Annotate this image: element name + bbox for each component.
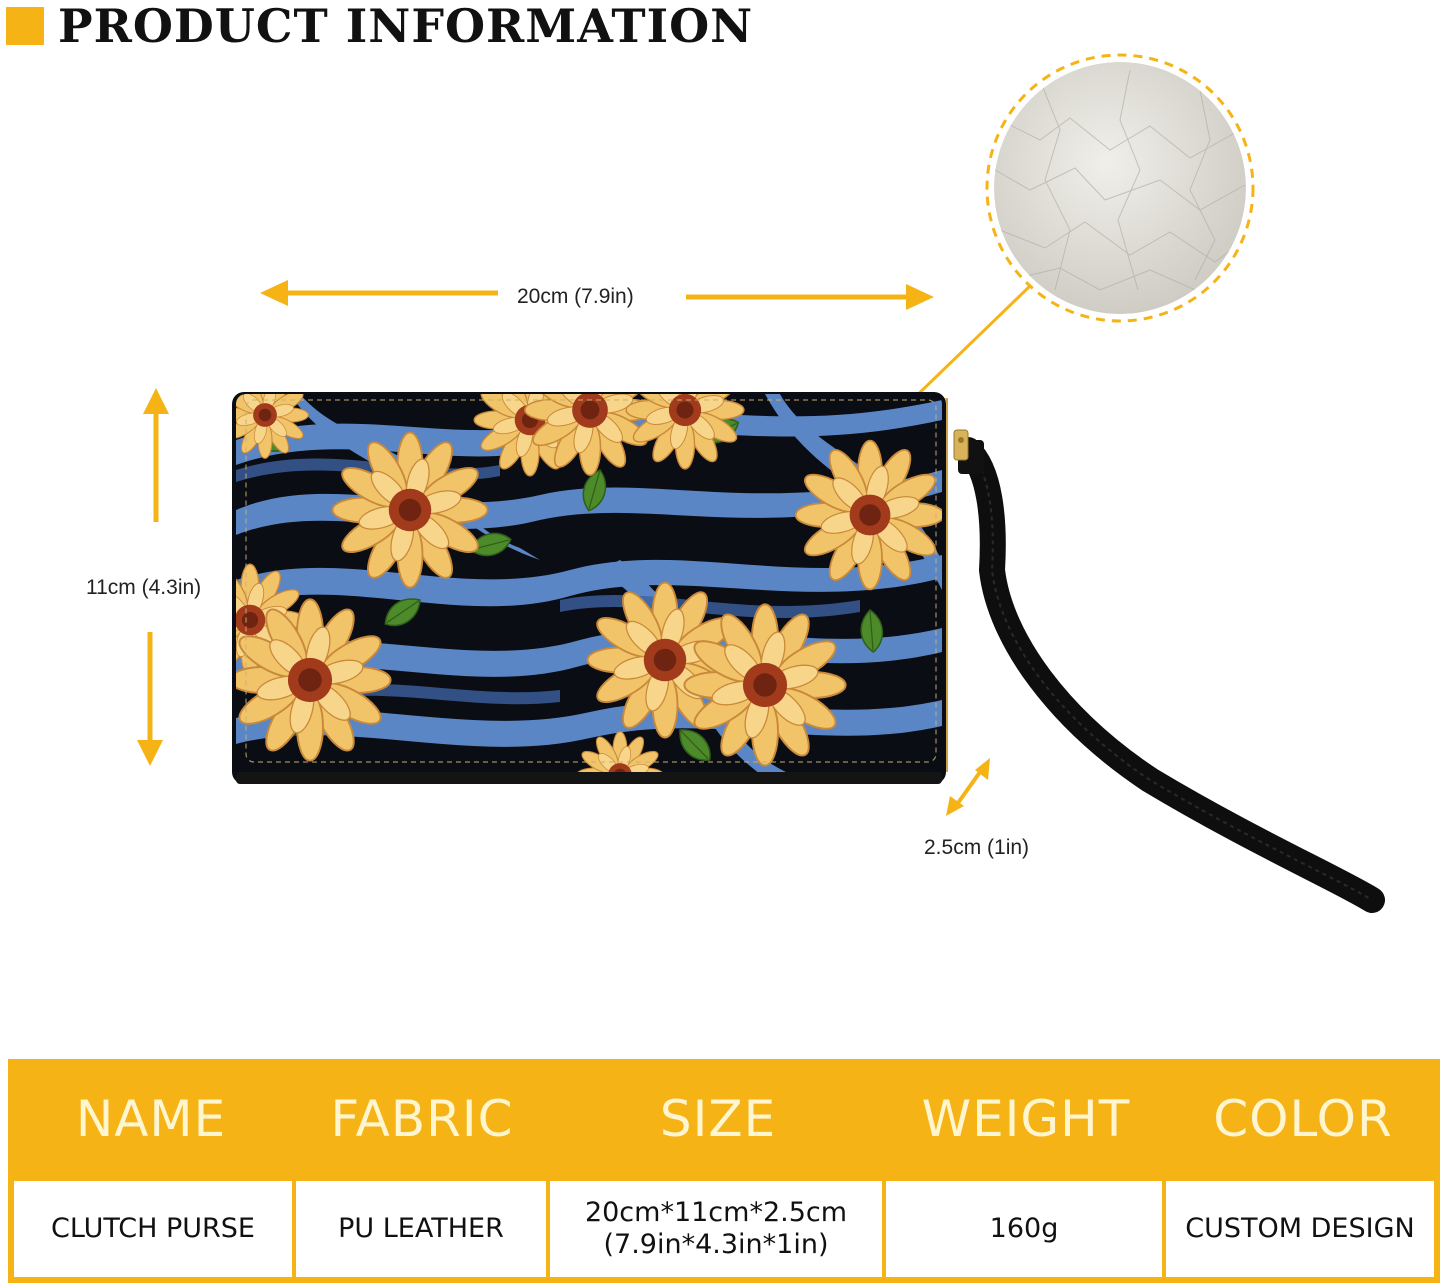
table-header-color: COLOR [1213, 1090, 1393, 1148]
height-dimension-label: 11cm (4.3in) [86, 576, 202, 599]
page-header: PRODUCT INFORMATION [6, 0, 753, 52]
height-arrow [137, 388, 169, 766]
table-cell-size: 20cm*11cm*2.5cm (7.9in*4.3in*1in) [550, 1181, 882, 1277]
table-cell-name: CLUTCH PURSE [14, 1181, 292, 1277]
product-illustration [137, 53, 1385, 913]
header-accent-square [6, 7, 44, 45]
table-cell-fabric: PU LEATHER [296, 1181, 546, 1277]
width-arrow [260, 280, 934, 310]
table-header-fabric: FABRIC [330, 1090, 514, 1148]
table-header-size: SIZE [659, 1090, 777, 1148]
table-cell-color: CUSTOM DESIGN [1166, 1181, 1434, 1277]
table-cell-weight: 160g [886, 1181, 1162, 1277]
width-dimension-label: 20cm (7.9in) [517, 285, 634, 308]
depth-dimension-label: 2.5cm (1in) [924, 836, 1030, 859]
table-header-name: NAME [75, 1090, 227, 1148]
product-info-table: NAME FABRIC SIZE WEIGHT COLOR CLUTCH PUR… [8, 1059, 1440, 1283]
material-swatch [985, 53, 1255, 323]
wrist-strap [955, 437, 1385, 913]
table-header-row: NAME FABRIC SIZE WEIGHT COLOR [8, 1059, 1440, 1179]
table-header-weight: WEIGHT [921, 1090, 1131, 1148]
page-title: PRODUCT INFORMATION [58, 0, 754, 53]
wallet-body [232, 392, 946, 784]
depth-arrow [946, 758, 990, 816]
table-value-row: CLUTCH PURSE PU LEATHER 20cm*11cm*2.5cm … [14, 1181, 1434, 1277]
